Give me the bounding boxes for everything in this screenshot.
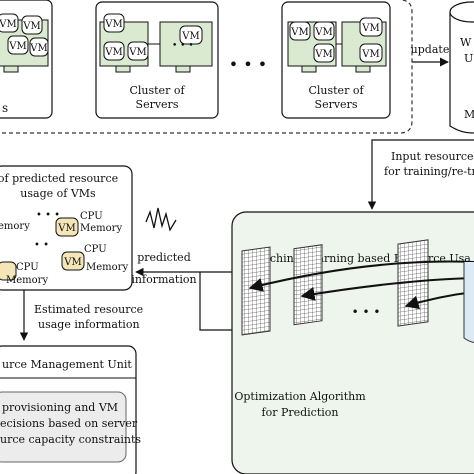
optimization-label-line2: for Prediction xyxy=(262,406,339,419)
ellipsis: • • • xyxy=(172,41,194,51)
update-label: update xyxy=(411,43,450,56)
server-base xyxy=(175,65,191,73)
input-arrow xyxy=(372,139,474,209)
vm-box xyxy=(313,43,335,63)
vm-cpu-box xyxy=(55,217,79,237)
memory-label-partial: emory xyxy=(0,221,30,232)
nn-layer-grid xyxy=(293,244,323,326)
datacenter-dashed-boundary xyxy=(0,0,413,134)
optimizer-cylinder xyxy=(463,262,474,344)
cluster-label-partial: s xyxy=(2,101,8,115)
vm-box xyxy=(7,35,29,55)
signal-wave xyxy=(145,207,177,232)
estimated-label-line1: Estimated resource xyxy=(34,303,143,316)
rmu-inner-line1: provisioning and VM xyxy=(2,401,118,414)
server-base xyxy=(301,65,317,73)
memory-label: Memory xyxy=(86,262,128,273)
clusters-ellipsis: • • • xyxy=(229,55,267,74)
cpu-label: CPU xyxy=(16,262,39,273)
vm-label: VM xyxy=(361,49,379,60)
vm-box xyxy=(0,13,19,33)
input-resource-label-line2: for training/re-tra xyxy=(384,165,474,178)
ml-resource-usage-box: Machine Learning based Resource Usa • • … xyxy=(199,211,474,474)
vm-box xyxy=(29,37,49,57)
vm-box xyxy=(359,17,383,37)
database-label-line3: M xyxy=(464,108,474,121)
database-label-line2: U xyxy=(464,52,473,65)
feedback-arrow xyxy=(300,277,474,301)
vm-label: VM xyxy=(0,19,17,30)
vm-label: VM xyxy=(181,31,199,42)
vm-box xyxy=(179,25,203,45)
vm-label: VM xyxy=(104,47,122,58)
vm-box xyxy=(21,15,43,35)
vm-cpu-box xyxy=(0,261,17,281)
resource-management-unit: urce Management Unit provisioning and VM… xyxy=(0,345,141,474)
vm-label: VM xyxy=(57,223,75,234)
cluster-label-line2: Servers xyxy=(136,98,179,111)
nn-layer-grid xyxy=(241,246,271,336)
input-resource-label-line1: Input resource us xyxy=(391,150,474,163)
rmu-title: urce Management Unit xyxy=(2,358,132,371)
cluster-label-line1: Cluster of xyxy=(308,84,364,97)
server-base xyxy=(355,65,371,73)
vm-box xyxy=(103,41,125,61)
vm-cpu-box xyxy=(61,251,85,271)
vm-label: VM xyxy=(63,257,81,268)
vm-label: VM xyxy=(104,19,122,30)
vm-box xyxy=(127,41,149,61)
vm-label: VM xyxy=(314,49,332,60)
server-base xyxy=(115,65,131,73)
vm-label: VM xyxy=(8,41,26,52)
predicted-resource-usage-box: of predicted resource usage of VMs • • •… xyxy=(0,165,133,291)
cluster-label-line1: Cluster of xyxy=(129,84,185,97)
ml-ellipsis: • • • xyxy=(352,305,381,319)
feedback-arrow xyxy=(248,260,474,292)
database-body xyxy=(449,12,474,134)
workload-database: W U M xyxy=(449,1,474,134)
predicted-box-title-line1: of predicted resource xyxy=(0,172,118,185)
memory-label: Memory xyxy=(80,223,122,234)
database-top xyxy=(449,1,474,23)
predicted-information-line1: predicted xyxy=(137,251,191,264)
dots: • • xyxy=(34,240,49,251)
cluster-label-line2: Servers xyxy=(315,98,358,111)
cluster-of-servers-3: VM VM VM VM VM Cluster of Servers xyxy=(281,1,391,119)
memory-label: Memory xyxy=(6,275,48,286)
cpu-label: CPU xyxy=(84,244,107,255)
cpu-label: CPU xyxy=(80,211,103,222)
ml-output-line xyxy=(199,272,232,331)
vm-box xyxy=(359,43,383,63)
vm-box xyxy=(289,21,311,41)
optimization-label-line1: Optimization Algorithm xyxy=(234,390,366,403)
database-label-line1: W xyxy=(460,36,472,49)
vm-label: VM xyxy=(290,27,308,38)
vm-label: VM xyxy=(361,23,379,34)
vm-box xyxy=(313,21,335,41)
ml-box-title: Machine Learning based Resource Usa xyxy=(252,252,471,265)
predicted-information-line2: information xyxy=(131,273,196,286)
rmu-inner-line3: urce capacity constraints xyxy=(0,433,141,446)
vm-label: VM xyxy=(22,21,40,32)
server-base xyxy=(3,65,19,73)
rmu-inner-line2: ecisions based on server xyxy=(0,417,138,430)
vm-box xyxy=(103,13,125,33)
ellipsis: • • • xyxy=(36,210,60,221)
cluster-of-servers-2: VM VM VM VM • • • Cluster of Servers xyxy=(95,1,219,119)
estimated-label-line2: usage information xyxy=(38,318,140,331)
cluster-partial-left: VM VM VM VM s xyxy=(0,0,53,119)
vm-label: VM xyxy=(128,47,146,58)
rmu-inner-box xyxy=(0,391,127,463)
vm-label: VM xyxy=(314,27,332,38)
predicted-box-title-line2: usage of VMs xyxy=(20,187,96,200)
vm-label: VM xyxy=(29,43,47,54)
